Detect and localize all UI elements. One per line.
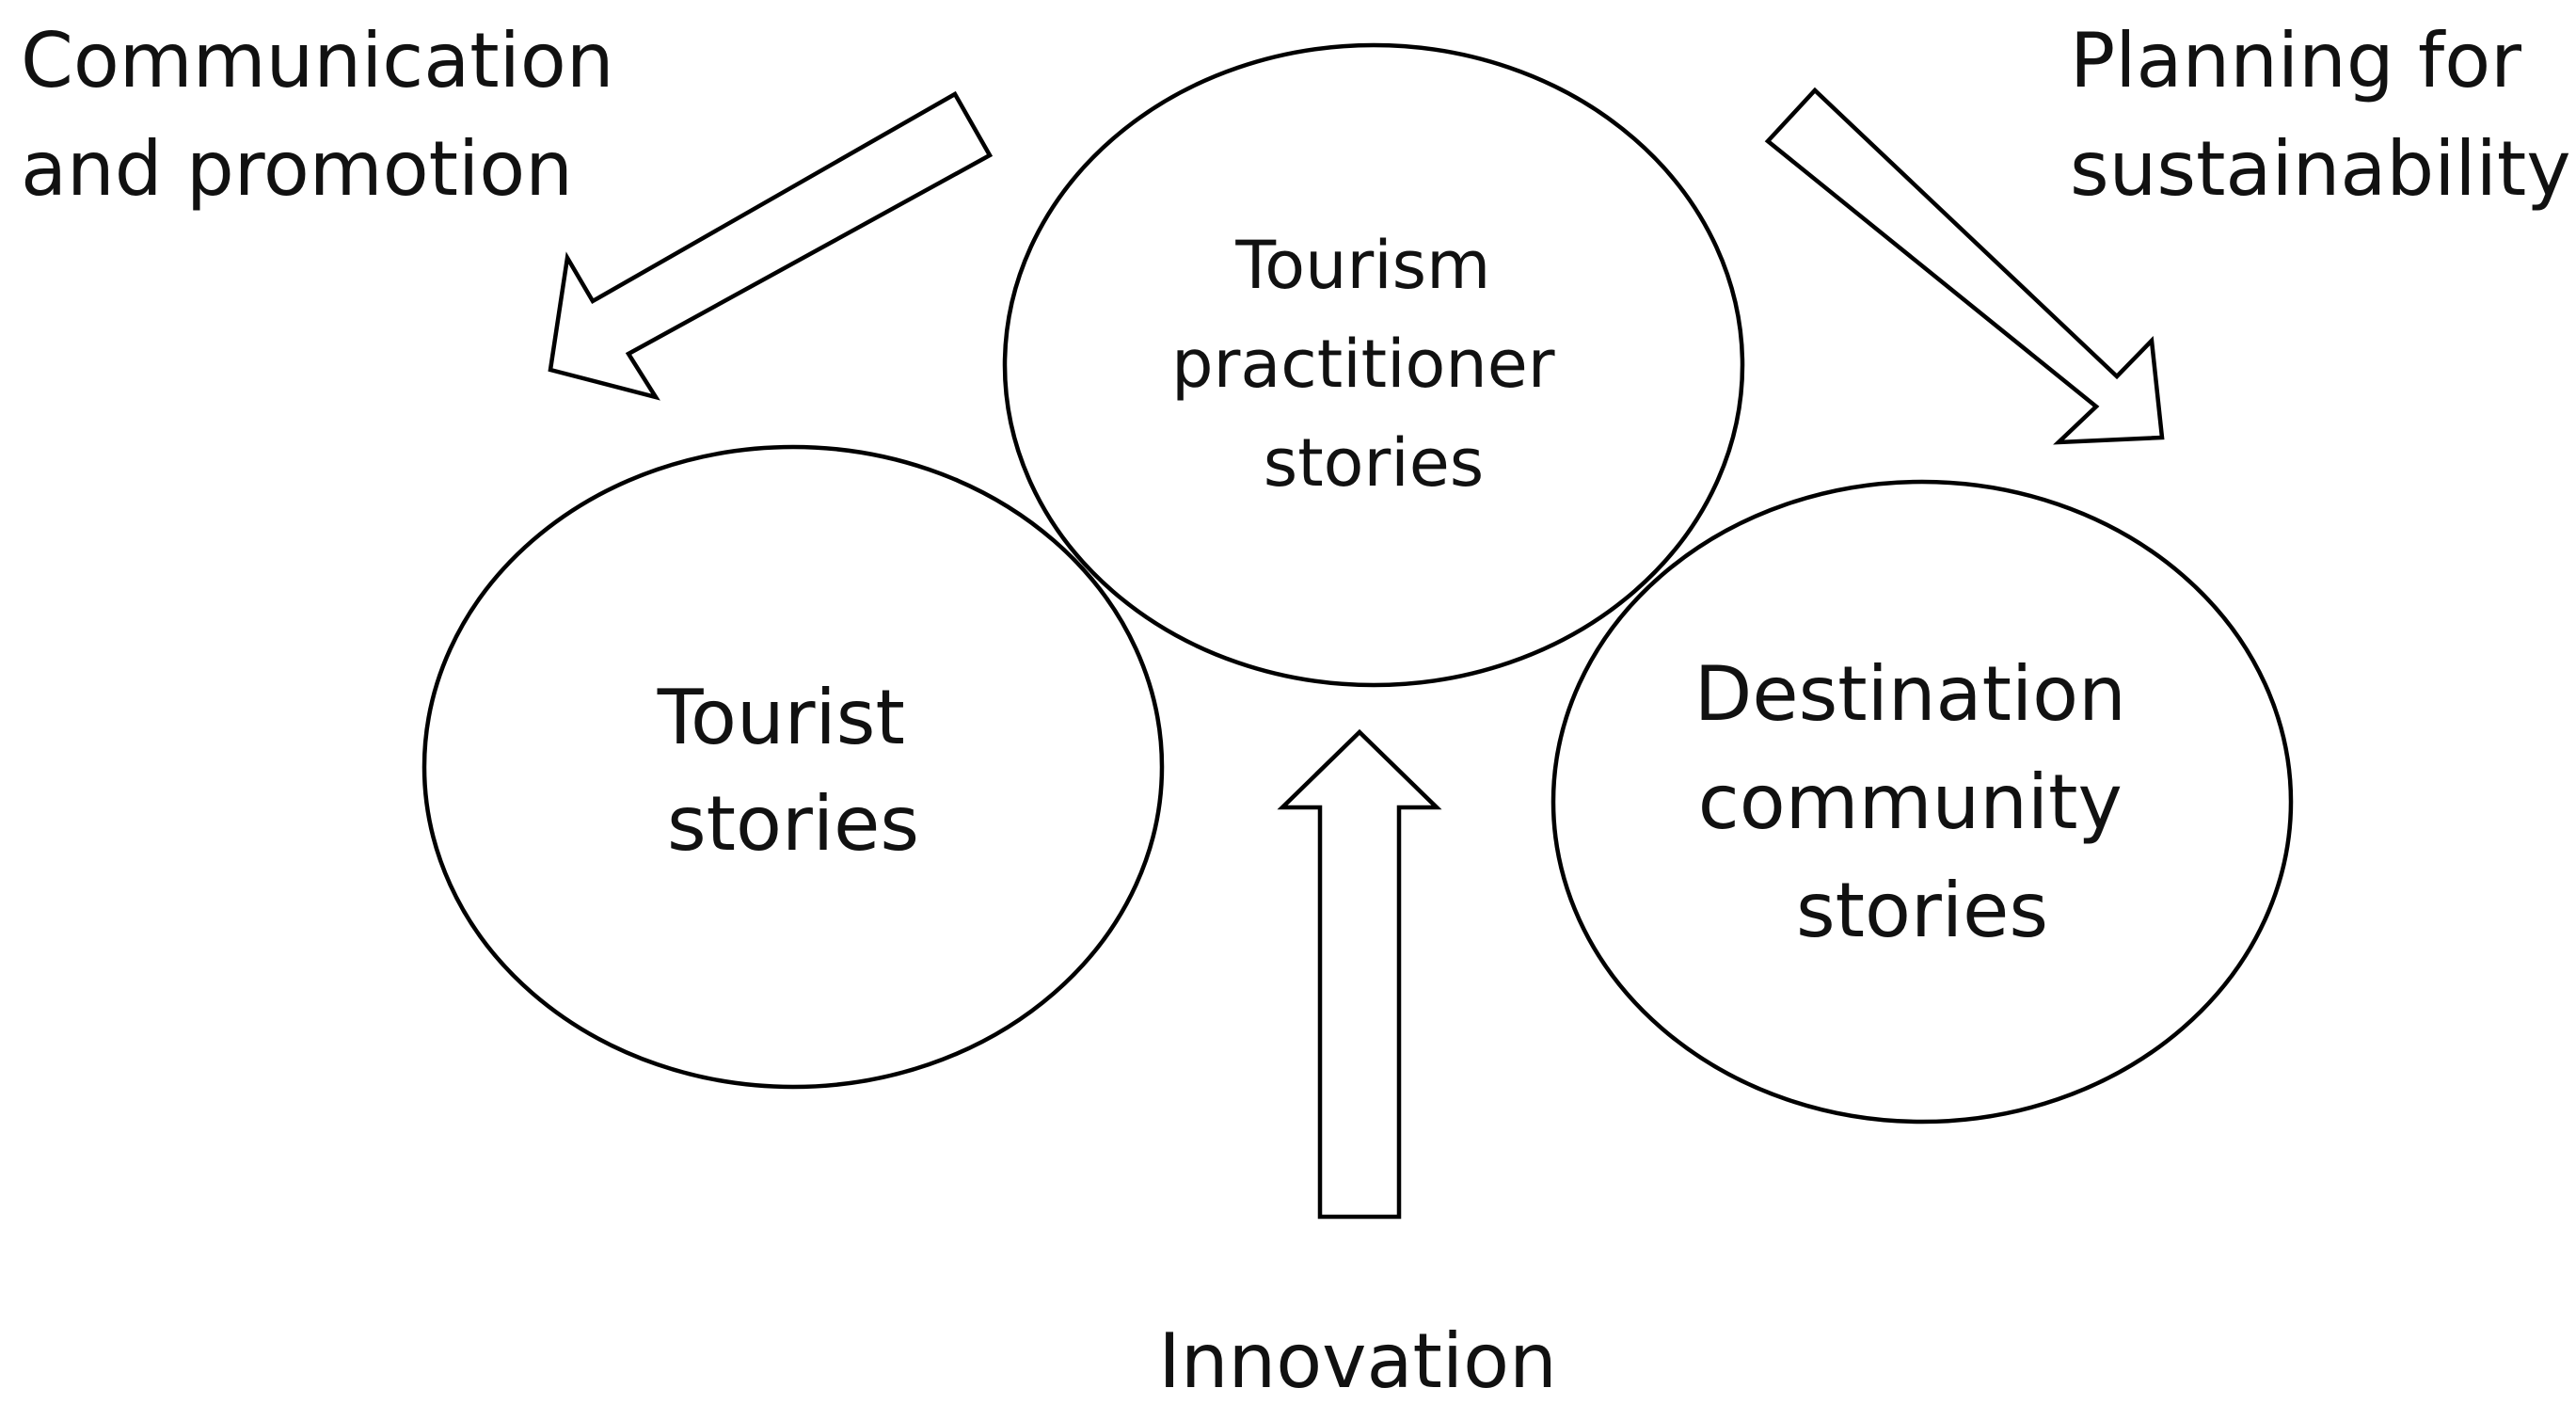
tourist-label-line: stories (667, 780, 919, 868)
community-label-line: Destination (1694, 650, 2126, 738)
tourism-practitioner-stories-circle (1002, 42, 1745, 688)
communication-label: Communication and promotion (21, 17, 638, 213)
innovation-arrow (1277, 728, 1442, 1220)
practitioner-label-line: practitioner (1171, 326, 1555, 403)
tourist-stories-circle (421, 444, 1165, 1090)
community-label-line: stories (1796, 867, 2048, 954)
innovation-label: Innovation (1158, 1317, 1557, 1405)
communication-label-line: and promotion (21, 125, 573, 213)
community-label: Destination community stories (1694, 650, 2151, 954)
innovation-label-line: Innovation (1158, 1317, 1557, 1405)
practitioner-label-line: Tourism (1234, 227, 1490, 304)
planning-arrow (1764, 87, 2165, 445)
planning-label: Planning for sustainability (2070, 17, 2571, 213)
planning-label-line: sustainability (2070, 125, 2571, 213)
practitioner-label-line: stories (1264, 424, 1485, 502)
destination-community-stories-circle (1550, 479, 2294, 1125)
tourist-label-line: Tourist (657, 674, 905, 761)
planning-label-line: Planning for (2070, 17, 2521, 104)
practitioner-label: Tourism practitioner stories (1171, 227, 1576, 502)
communication-label-line: Communication (21, 17, 614, 104)
communication-arrow (548, 90, 994, 401)
community-label-line: community (1698, 758, 2123, 846)
tourist-label: Tourist stories (657, 674, 930, 868)
